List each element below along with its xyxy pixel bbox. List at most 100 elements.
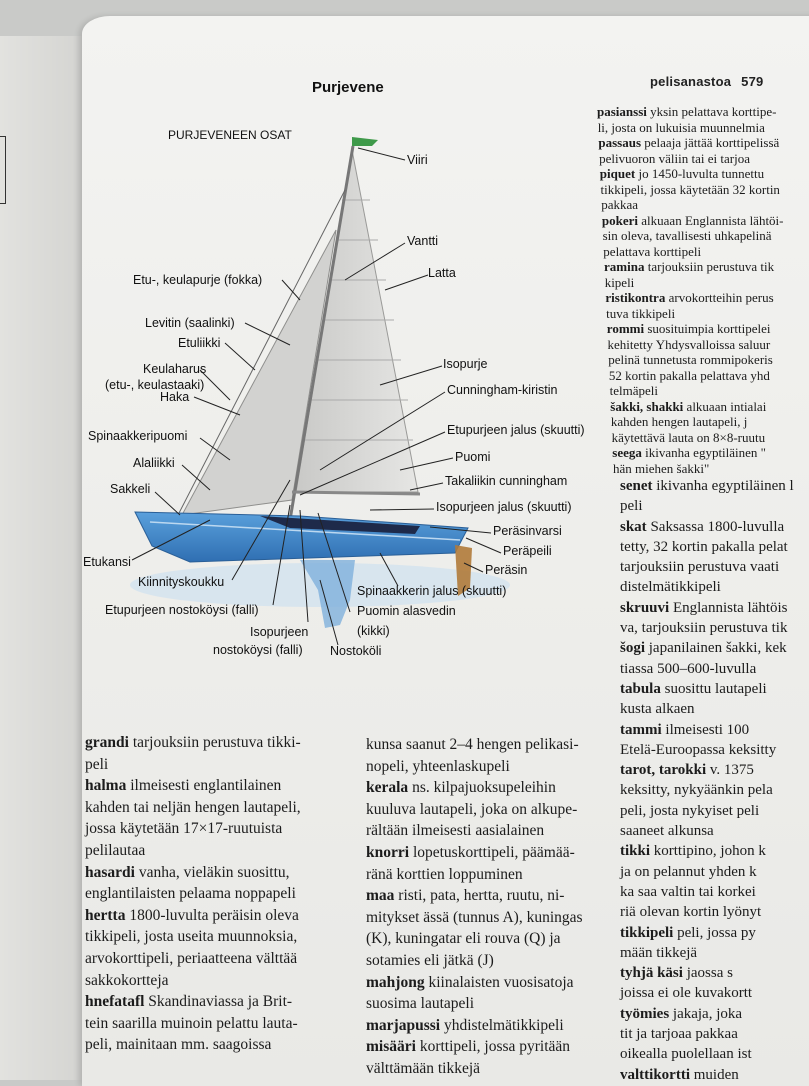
entry-term: šogi [620, 640, 646, 657]
entry-text: alkuaan intialai [683, 398, 767, 414]
glossary-line: tikkipeli, jossa käytetään 32 kortin [597, 182, 784, 198]
label-etukansi: Etukansi [83, 555, 131, 569]
entry-term: marjapussi [366, 1016, 441, 1034]
entry-text: hän miehen šakki" [613, 460, 710, 476]
label-keulaharus: Keulaharus [143, 362, 207, 376]
glossary-entry: passaus pelaaja jättää korttipelissä [597, 135, 784, 151]
entry-term: piquet [599, 166, 636, 181]
entry-term: hasardi [85, 863, 135, 881]
entry-text: peli, jossa py [673, 924, 756, 941]
glossary-entry: tammi ilmeisesti 100 [620, 720, 794, 740]
entry-text: ka saa valtin tai korkei [620, 883, 756, 900]
glossary-line: sin oleva, tavallisesti uhkapelinä [597, 228, 784, 244]
label-isopurjeen-nostokoysi-2: nostoköysi (falli) [213, 643, 303, 657]
entry-text: rältään ilmeisesti aasialainen [366, 822, 545, 840]
glossary-line: kipeli [597, 275, 784, 291]
entry-text: tit ja tarjoaa pakkaa [620, 1026, 738, 1043]
entry-text: jaossa s [682, 965, 733, 982]
entry-term: kerala [366, 779, 409, 797]
entry-text: peli, josta nykyiset peli [620, 802, 760, 819]
boom [291, 490, 421, 496]
glossary-column-right-top: pasianssi yksin pelattava korttipe-li, j… [597, 104, 784, 476]
entry-text: korttipino, johon k [650, 843, 766, 860]
glossary-line: ja on pelannut yhden k [620, 862, 794, 882]
entry-text: englantilaisten pelaama noppapeli [85, 885, 296, 903]
entry-term: tabula [620, 680, 661, 697]
glossary-line: tuva tikkipeli [597, 306, 784, 322]
glossary-line: sotamies eli jätkä (J) [366, 950, 583, 972]
glossary-line: arvokorttipeli, periaatteena välttää [85, 948, 301, 970]
entry-text: ikivanha egyptiläinen " [641, 445, 766, 460]
entry-text: Saksassa 1800-luvulla [646, 518, 785, 535]
glossary-line: peli [620, 496, 794, 516]
entry-text: arvokortteihin perus [665, 290, 774, 305]
glossary-line: pelilautaa [85, 840, 301, 862]
glossary-entry: tyhjä käsi jaossa s [620, 963, 794, 983]
glossary-entry: hertta 1800-luvulta peräisin oleva [85, 905, 301, 927]
label-haka: Haka [160, 390, 190, 404]
entry-text: peli, mainitaan mm. saagoissa [85, 1036, 272, 1054]
entry-text: peli [620, 498, 643, 515]
entry-term: ramina [604, 259, 645, 274]
glossary-line: rältään ilmeisesti aasialainen [366, 820, 583, 842]
glossary-line: li, josta on lukuisia muunnelmia [597, 120, 784, 136]
glossary-entry: tabula suosittu lautapeli [620, 679, 794, 699]
entry-text: va, tarjouksiin perustuva tik [620, 620, 788, 637]
label-takaliikin-cunningham: Takaliikin cunningham [445, 474, 568, 488]
entry-text: tikkipeli, jossa käytetään 32 kortin [600, 181, 780, 197]
glossary-line: peli, josta nykyiset peli [620, 801, 794, 821]
glossary-line: välttämään tikkejä [366, 1058, 583, 1080]
entry-text: muiden [689, 1066, 739, 1083]
entry-term: skat [620, 518, 647, 535]
label-etuliikki: Etuliikki [178, 336, 221, 350]
entry-term: tikkipeli [620, 924, 674, 941]
glossary-line: tit ja tarjoaa pakkaa [620, 1024, 794, 1044]
entry-term: grandi [85, 734, 129, 751]
label-perasinvarsi: Peräsinvarsi [493, 524, 562, 538]
label-etupurjeen-nostokoysi: Etupurjeen nostoköysi (falli) [105, 603, 259, 617]
entry-text: saaneet alkunsa [620, 823, 714, 840]
label-isopurjeen-nostokoysi-1: Isopurjeen [250, 625, 309, 639]
glossary-line: kusta alkaen [620, 699, 794, 719]
label-puomin-alasvedin: Puomin alasvedin [357, 604, 456, 618]
entry-text: kuuluva lautapeli, joka on alkupe- [366, 800, 578, 818]
glossary-line: englantilaisten pelaama noppapeli [85, 883, 301, 905]
hull-stripe [149, 521, 461, 541]
mast [288, 145, 355, 521]
sailboat-illustration [130, 137, 510, 646]
flag-icon [352, 137, 378, 146]
glossary-entry: rommi suosituimpia korttipelei [597, 321, 784, 337]
glossary-line: mään tikkejä [620, 943, 794, 963]
glossary-line: peli [85, 754, 301, 776]
label-puomin-alasvedin-sub: (kikki) [357, 624, 390, 638]
entry-term: mahjong [366, 973, 425, 991]
glossary-column-middle: kunsa saanut 2–4 hengen pelikasi-nopeli,… [366, 734, 583, 1080]
entry-text: ikivanha egyptiläinen l [652, 478, 794, 494]
glossary-line: telmäpeli [597, 383, 784, 399]
page-title: Purjevene [312, 79, 384, 96]
glossary-entry: seega ikivanha egyptiläinen " [597, 445, 784, 461]
entry-text: tuva tikkipeli [606, 305, 676, 321]
entry-text: riä olevan kortin lyönyt [620, 904, 762, 921]
glossary-line: Etelä-Euroopassa keksitty [620, 740, 794, 760]
label-spinaakkerin-jalus: Spinaakkerin jalus (skuutti) [357, 584, 507, 598]
glossary-entry: knorri lopetuskorttipeli, päämää- [366, 842, 583, 864]
entry-text: yhdistelmätikkipeli [440, 1016, 564, 1034]
entry-term: pasianssi [597, 104, 647, 119]
glossary-line: pakkaa [597, 197, 784, 213]
glossary-line: ränä korttien loppuminen [366, 864, 583, 886]
diagram-title: PURJEVENEEN OSAT [168, 128, 292, 142]
entry-text: oikealla puolellaan ist [620, 1046, 752, 1063]
glossary-entry: piquet jo 1450-luvulta tunnettu [597, 166, 784, 182]
entry-text: pakkaa [601, 197, 638, 212]
glossary-entry: ristikontra arvokortteihin perus [597, 290, 784, 306]
label-nostokoli: Nostoköli [330, 644, 382, 658]
glossary-line: pelinä tunnetusta rommipokeris [597, 352, 784, 368]
glossary-entry: tarot, tarokki v. 1375 [620, 760, 794, 780]
keel-reflection [300, 560, 355, 628]
entry-text: vanha, vieläkin suosittu, [134, 863, 290, 881]
entry-text: kahden tai neljän hengen lautapeli, [85, 798, 301, 816]
glossary-entry: skat Saksassa 1800-luvulla [620, 517, 794, 537]
label-levitin: Levitin (saalinki) [145, 316, 235, 330]
